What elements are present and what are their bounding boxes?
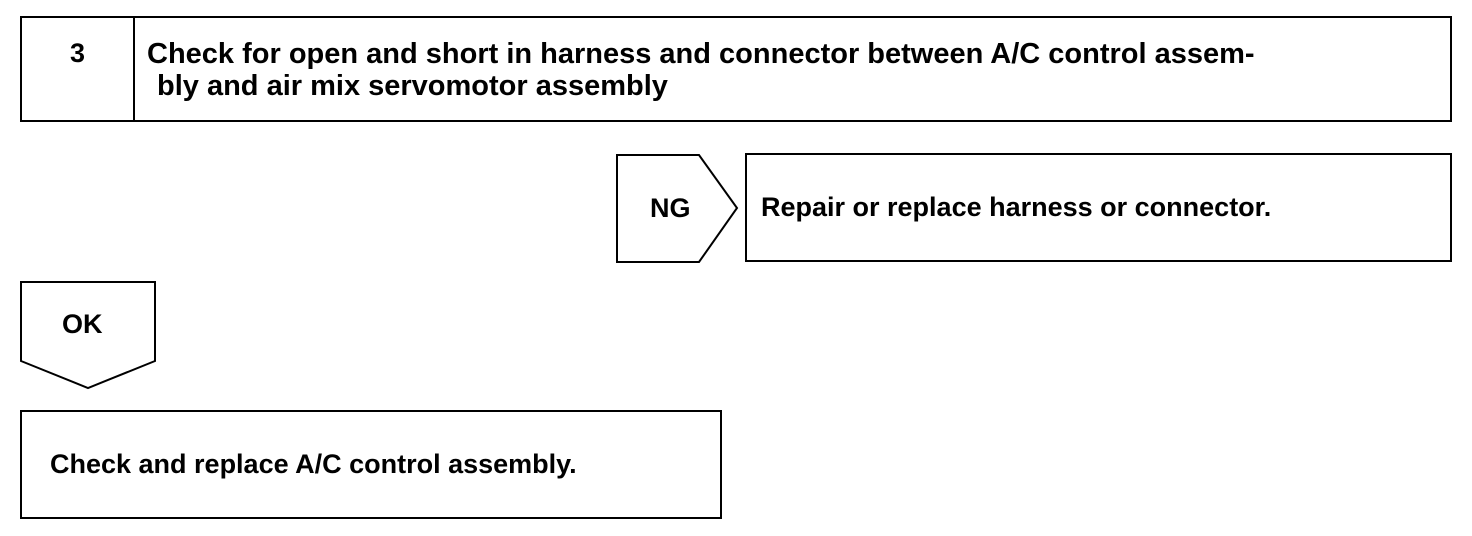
step-title-line-2: bly and air mix servomotor assembly: [157, 70, 668, 102]
step-title-line-1: Check for open and short in harness and …: [147, 38, 1255, 70]
ok-arrow-shape: [20, 281, 156, 390]
ng-arrow-shape: [616, 154, 739, 263]
ng-label: NG: [650, 193, 691, 223]
step-title: Check for open and short in harness and …: [135, 18, 1450, 120]
ok-label: OK: [62, 309, 103, 339]
ok-action-box: Check and replace A/C control assembly.: [20, 410, 722, 519]
step-number: 3: [22, 18, 135, 120]
ng-action-box: Repair or replace harness or connector.: [745, 153, 1452, 262]
step-box: 3 Check for open and short in harness an…: [20, 16, 1452, 122]
